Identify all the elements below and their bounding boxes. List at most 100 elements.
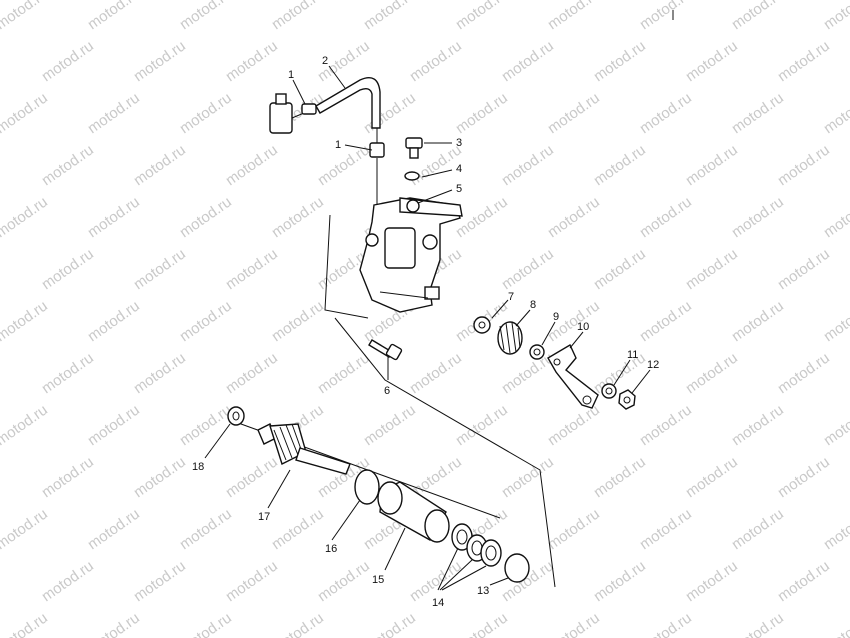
thrust-washer xyxy=(529,344,545,360)
callout-9: 9 xyxy=(553,311,559,323)
watermark-text: motod.ru xyxy=(131,245,189,293)
watermark-text: motod.ru xyxy=(361,609,419,638)
hex-nut xyxy=(618,389,636,410)
hose xyxy=(315,77,381,129)
watermark-text: motod.ru xyxy=(131,453,189,501)
watermark-text: motod.ru xyxy=(453,193,511,241)
watermark-text: motod.ru xyxy=(821,609,850,638)
watermark-text: motod.ru xyxy=(0,193,51,241)
fitting-1-top xyxy=(301,103,317,115)
watermark-text: motod.ru xyxy=(591,557,649,605)
watermark-text: motod.ru xyxy=(499,141,557,189)
watermark-text: motod.ru xyxy=(821,0,850,33)
drive-gear xyxy=(497,321,523,355)
watermark-text: motod.ru xyxy=(361,0,419,33)
watermark-text: motod.ru xyxy=(683,37,741,85)
o-ring-small xyxy=(354,469,380,505)
watermark-text: motod.ru xyxy=(223,557,281,605)
watermark-text: motod.ru xyxy=(361,401,419,449)
watermark-text: motod.ru xyxy=(683,557,741,605)
watermark-text: motod.ru xyxy=(223,245,281,293)
leader-lines xyxy=(204,65,651,591)
watermark-text: motod.ru xyxy=(0,401,51,449)
watermark-text: motod.ru xyxy=(0,297,51,345)
watermark-text: motod.ru xyxy=(775,557,833,605)
watermark-text: motod.ru xyxy=(821,505,850,553)
watermark-text: motod.ru xyxy=(545,401,603,449)
banjo-bolt xyxy=(405,137,423,159)
watermark-text: motod.ru xyxy=(269,193,327,241)
drive-shaft xyxy=(257,423,351,475)
callout-13: 13 xyxy=(477,585,489,597)
callout-3: 3 xyxy=(456,137,462,149)
watermark-text: motod.ru xyxy=(729,505,787,553)
watermark-text: motod.ru xyxy=(85,401,143,449)
watermark-text: motod.ru xyxy=(223,37,281,85)
callout-1: 1 xyxy=(335,139,341,151)
watermark-text: motod.ru xyxy=(775,141,833,189)
watermark-text: motod.ru xyxy=(775,245,833,293)
watermark-text: motod.ru xyxy=(177,193,235,241)
watermark-text: motod.ru xyxy=(0,0,51,33)
watermark-text: motod.ru xyxy=(499,453,557,501)
watermark-text: motod.ru xyxy=(39,245,97,293)
watermark-text: motod.ru xyxy=(177,0,235,33)
watermark-text: motod.ru xyxy=(499,37,557,85)
watermark-text: motod.ru xyxy=(591,349,649,397)
watermark-text: motod.ru xyxy=(821,89,850,137)
callout-15: 15 xyxy=(372,574,384,586)
watermark-text: motod.ru xyxy=(591,141,649,189)
watermark-text: motod.ru xyxy=(0,89,51,137)
watermark-text: motod.ru xyxy=(545,193,603,241)
sender-unit xyxy=(269,93,305,134)
watermark-text: motod.ru xyxy=(683,349,741,397)
o-ring-large xyxy=(504,553,530,583)
watermark-text: motod.ru xyxy=(775,349,833,397)
watermark-text: motod.ru xyxy=(39,349,97,397)
watermark-text: motod.ru xyxy=(131,557,189,605)
watermark-text: motod.ru xyxy=(269,609,327,638)
watermark-text: motod.ru xyxy=(499,245,557,293)
watermark-text: motod.ru xyxy=(637,401,695,449)
lock-washer xyxy=(601,383,617,399)
watermark-text: motod.ru xyxy=(683,245,741,293)
watermark-text: motod.ru xyxy=(39,557,97,605)
watermark-text: motod.ru xyxy=(775,37,833,85)
watermark-text: motod.ru xyxy=(0,505,51,553)
watermark-text: motod.ru xyxy=(85,505,143,553)
pump-housing-cylinder xyxy=(377,481,450,543)
callout-16: 16 xyxy=(325,543,337,555)
callout-12: 12 xyxy=(647,359,659,371)
watermark-text: motod.ru xyxy=(269,297,327,345)
mounting-screw xyxy=(368,339,403,361)
watermark-text: motod.ru xyxy=(821,193,850,241)
watermark-text: motod.ru xyxy=(637,297,695,345)
watermark-text: motod.ru xyxy=(177,401,235,449)
watermark-text: motod.ru xyxy=(729,297,787,345)
watermark-text: motod.ru xyxy=(821,297,850,345)
watermark-text: motod.ru xyxy=(39,453,97,501)
watermark-text: motod.ru xyxy=(775,453,833,501)
callout-1: 1 xyxy=(288,69,294,81)
watermark-text: motod.ru xyxy=(591,453,649,501)
watermark-text: motod.ru xyxy=(637,89,695,137)
watermark-text: motod.ru xyxy=(315,349,373,397)
watermark-text: motod.ru xyxy=(637,0,695,33)
watermark-text: motod.ru xyxy=(821,401,850,449)
watermark-text: motod.ru xyxy=(545,89,603,137)
callout-6: 6 xyxy=(384,385,390,397)
oil-pump-body xyxy=(359,158,463,313)
watermark-text: motod.ru xyxy=(177,89,235,137)
callout-14: 14 xyxy=(432,597,444,609)
watermark-text: motod.ru xyxy=(407,37,465,85)
watermark-text: motod.ru xyxy=(729,609,787,638)
callout-8: 8 xyxy=(530,299,536,311)
watermark-text: motod.ru xyxy=(453,609,511,638)
watermark-text: motod.ru xyxy=(407,349,465,397)
watermark-text: motod.ru xyxy=(453,89,511,137)
watermark-text: motod.ru xyxy=(591,245,649,293)
watermark-text: motod.ru xyxy=(729,0,787,33)
watermark-text: motod.ru xyxy=(545,505,603,553)
callout-4: 4 xyxy=(456,163,462,175)
